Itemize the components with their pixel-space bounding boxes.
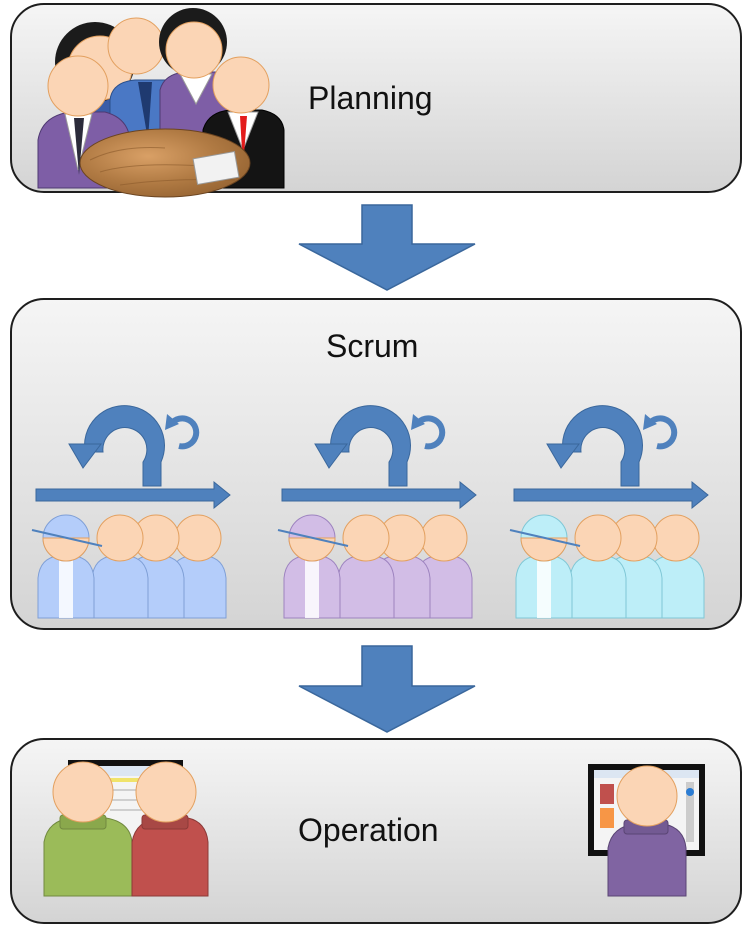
operation-left-workstation: [43, 760, 209, 897]
timeline-arrow-icon: [513, 480, 709, 510]
team-icon: [31, 514, 227, 619]
team-member-visor: [31, 529, 103, 547]
people-group-icon: [37, 8, 285, 198]
timeline-arrow-icon: [35, 480, 231, 510]
team-member-face: [520, 537, 568, 562]
scrum-title: Scrum: [326, 328, 419, 364]
operator-red: [131, 761, 209, 897]
team-member-head: [574, 514, 622, 562]
team-member-body: [91, 555, 149, 619]
team-member-face: [288, 537, 336, 562]
sprint-blue: [31, 405, 231, 619]
team-member-head: [342, 514, 390, 562]
team-member-face: [42, 537, 90, 562]
team-icon: [509, 514, 705, 619]
team-member-visor: [277, 529, 349, 547]
team-member-head: [96, 514, 144, 562]
team-icon: [277, 514, 473, 619]
operator-green: [43, 761, 133, 897]
operation-title: Operation: [298, 812, 439, 848]
sprint-cycle-icon: [314, 405, 446, 487]
team-member-shirt: [537, 560, 551, 618]
operator-purple: [607, 765, 687, 897]
planning-title: Planning: [308, 80, 433, 116]
team-member-body: [569, 555, 627, 619]
team-member-head: [420, 514, 468, 562]
sprint-group: [31, 405, 709, 619]
down-arrow-icon: [298, 645, 476, 733]
team-member-head: [174, 514, 222, 562]
team-member-shirt: [305, 560, 319, 618]
team-member-head: [652, 514, 700, 562]
down-arrow-icon: [298, 204, 476, 291]
team-member-visor: [509, 529, 581, 547]
team-member-shirt: [59, 560, 73, 618]
sprint-purple: [277, 405, 477, 619]
meeting-table-icon: [79, 128, 251, 198]
sprint-cycle-icon: [546, 405, 678, 487]
sprint-cycle-icon: [68, 405, 200, 487]
operation-right-workstation: [588, 764, 705, 897]
team-member-body: [337, 555, 395, 619]
sprint-cyan: [509, 405, 709, 619]
timeline-arrow-icon: [281, 480, 477, 510]
